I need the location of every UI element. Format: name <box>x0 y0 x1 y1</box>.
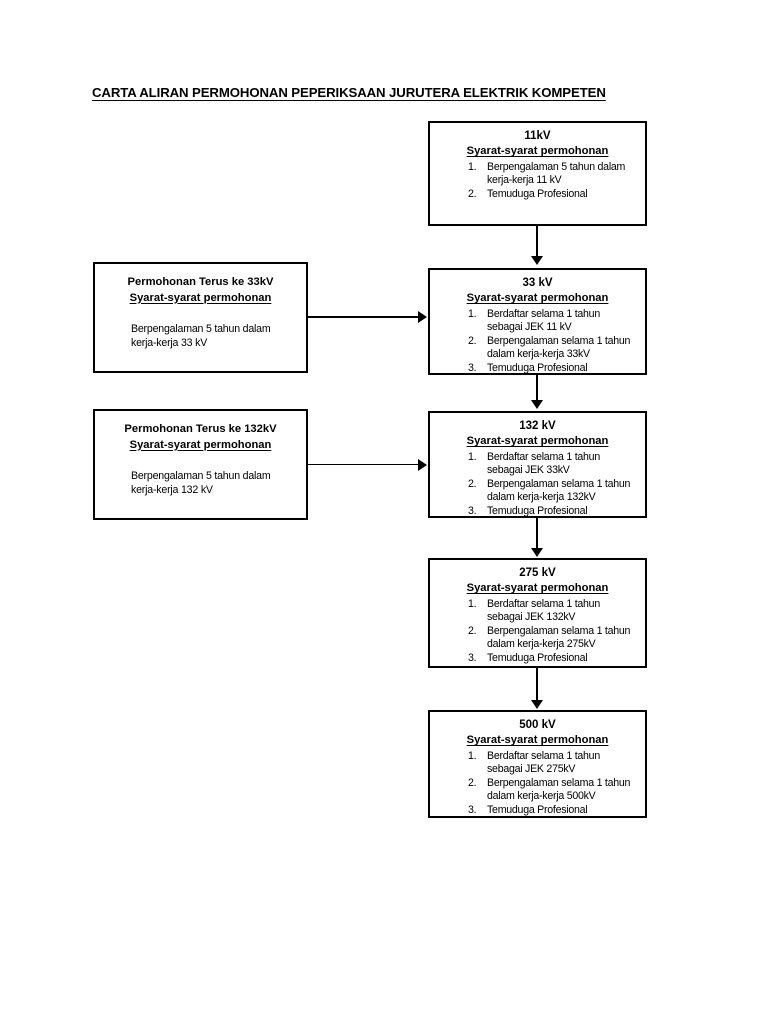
list-item: 1. Berdaftar selama 1 tahun sebagai JEK … <box>430 451 645 478</box>
list-item: 2. Temuduga Profesional <box>430 188 645 201</box>
list-item-line2: sebagai JEK 11 kV <box>487 321 572 334</box>
list-item-number: 2. <box>468 624 477 637</box>
list-item-line1: Berdaftar selama 1 tahun <box>487 750 600 762</box>
list-item-line1: Temuduga Profesional <box>487 651 588 664</box>
connector-11kv-to-33kv <box>536 226 538 258</box>
list-item-number: 1. <box>468 598 477 610</box>
arrowhead-right-icon <box>418 311 427 323</box>
list-item-number: 1. <box>468 750 477 762</box>
body-line2: kerja-kerja 33 kV <box>131 337 208 350</box>
node-direct-132kv: Permohonan Terus ke 132kV Syarat-syarat … <box>93 409 308 520</box>
list-item-number: 3. <box>468 504 477 517</box>
connector-275kv-to-500kv <box>536 668 538 702</box>
list-item: 2. Berpengalaman selama 1 tahun dalam ke… <box>430 625 645 652</box>
list-item-line1: Temuduga Profesional <box>487 361 588 374</box>
node-11kv-requirements: 1. Berpengalaman 5 tahun dalam kerja-ker… <box>430 161 645 201</box>
node-direct-132kv-body: Berpengalaman 5 tahun dalam kerja-kerja … <box>95 469 306 498</box>
connector-direct33-to-33kv <box>308 316 420 318</box>
list-item: 3. Temuduga Profesional <box>430 652 645 665</box>
connector-33kv-to-132kv <box>536 375 538 403</box>
list-item-number: 1. <box>468 308 477 320</box>
node-275kv-requirements: 1. Berdaftar selama 1 tahun sebagai JEK … <box>430 598 645 665</box>
list-item-line1: Temuduga Profesional <box>487 803 588 816</box>
arrowhead-down-icon <box>531 548 543 557</box>
list-item-number: 3. <box>468 651 477 664</box>
list-item-line1: Temuduga Profesional <box>487 187 588 200</box>
list-item: 1. Berdaftar selama 1 tahun sebagai JEK … <box>430 308 645 335</box>
connector-direct132-to-132kv <box>308 464 422 465</box>
node-33kv-requirements: 1. Berdaftar selama 1 tahun sebagai JEK … <box>430 308 645 375</box>
list-item-line2: dalam kerja-kerja 500kV <box>487 790 596 803</box>
connector-132kv-to-275kv <box>536 518 538 550</box>
node-33kv-subtitle: Syarat-syarat permohonan <box>466 292 609 304</box>
arrowhead-down-icon <box>531 400 543 409</box>
node-11kv: 11kV Syarat-syarat permohonan 1. Berpeng… <box>428 121 647 226</box>
node-11kv-subtitle: Syarat-syarat permohonan <box>466 145 609 157</box>
list-item-line1: Temuduga Profesional <box>487 504 588 517</box>
list-item-line1: Berdaftar selama 1 tahun <box>487 598 600 610</box>
list-item: 1. Berdaftar selama 1 tahun sebagai JEK … <box>430 750 645 777</box>
list-item-number: 3. <box>468 361 477 374</box>
page-title: CARTA ALIRAN PERMOHONAN PEPERIKSAAN JURU… <box>92 85 606 100</box>
list-item-line1: Berpengalaman selama 1 tahun <box>487 477 631 490</box>
list-item-line2: kerja-kerja 11 kV <box>487 174 562 187</box>
node-275kv: 275 kV Syarat-syarat permohonan 1. Berda… <box>428 558 647 668</box>
list-item-number: 1. <box>468 161 477 173</box>
list-item-line2: dalam kerja-kerja 132kV <box>487 491 596 504</box>
node-33kv: 33 kV Syarat-syarat permohonan 1. Berdaf… <box>428 268 647 375</box>
node-direct-132kv-subtitle: Syarat-syarat permohonan <box>129 438 272 451</box>
list-item: 2. Berpengalaman selama 1 tahun dalam ke… <box>430 335 645 362</box>
list-item-number: 2. <box>468 477 477 490</box>
list-item-number: 1. <box>468 451 477 463</box>
list-item-line2: sebagai JEK 132kV <box>487 611 576 624</box>
list-item: 3. Temuduga Profesional <box>430 804 645 817</box>
list-item-line2: dalam kerja-kerja 275kV <box>487 638 596 651</box>
body-line2: kerja-kerja 132 kV <box>131 484 213 497</box>
arrowhead-down-icon <box>531 700 543 709</box>
node-275kv-title: 275 kV <box>519 567 556 579</box>
node-11kv-title: 11kV <box>524 130 551 142</box>
node-direct-33kv-title: Permohonan Terus ke 33kV <box>127 276 274 288</box>
list-item-number: 2. <box>468 776 477 789</box>
node-132kv: 132 kV Syarat-syarat permohonan 1. Berda… <box>428 411 647 518</box>
node-direct-132kv-title: Permohonan Terus ke 132kV <box>124 423 277 435</box>
arrowhead-right-icon <box>418 459 427 471</box>
node-132kv-title: 132 kV <box>519 420 556 432</box>
list-item: 1. Berpengalaman 5 tahun dalam kerja-ker… <box>430 161 645 188</box>
list-item-line2: sebagai JEK 275kV <box>487 763 576 776</box>
list-item: 3. Temuduga Profesional <box>430 362 645 375</box>
body-line1: Berpengalaman 5 tahun dalam <box>131 469 271 482</box>
node-500kv-requirements: 1. Berdaftar selama 1 tahun sebagai JEK … <box>430 750 645 817</box>
list-item-line1: Berpengalaman selama 1 tahun <box>487 776 631 789</box>
list-item-line1: Berpengalaman selama 1 tahun <box>487 624 631 637</box>
body-line1: Berpengalaman 5 tahun dalam <box>131 322 271 335</box>
node-132kv-subtitle: Syarat-syarat permohonan <box>466 435 609 447</box>
list-item-line1: Berpengalaman 5 tahun dalam <box>487 161 626 173</box>
list-item: 3. Temuduga Profesional <box>430 505 645 518</box>
list-item-line2: sebagai JEK 33kV <box>487 464 570 477</box>
list-item-number: 2. <box>468 334 477 347</box>
list-item-line1: Berpengalaman selama 1 tahun <box>487 334 631 347</box>
node-500kv-subtitle: Syarat-syarat permohonan <box>466 734 609 746</box>
node-direct-33kv-body: Berpengalaman 5 tahun dalam kerja-kerja … <box>95 322 306 351</box>
node-33kv-title: 33 kV <box>522 277 553 289</box>
list-item-line1: Berdaftar selama 1 tahun <box>487 451 600 463</box>
node-275kv-subtitle: Syarat-syarat permohonan <box>466 582 609 594</box>
list-item-number: 2. <box>468 187 477 200</box>
list-item: 2. Berpengalaman selama 1 tahun dalam ke… <box>430 478 645 505</box>
list-item: 2. Berpengalaman selama 1 tahun dalam ke… <box>430 777 645 804</box>
list-item-line2: dalam kerja-kerja 33kV <box>487 348 590 361</box>
node-132kv-requirements: 1. Berdaftar selama 1 tahun sebagai JEK … <box>430 451 645 518</box>
node-500kv-title: 500 kV <box>519 719 556 731</box>
node-direct-33kv: Permohonan Terus ke 33kV Syarat-syarat p… <box>93 262 308 373</box>
list-item: 1. Berdaftar selama 1 tahun sebagai JEK … <box>430 598 645 625</box>
list-item-number: 3. <box>468 803 477 816</box>
node-direct-33kv-subtitle: Syarat-syarat permohonan <box>129 291 272 304</box>
list-item-line1: Berdaftar selama 1 tahun <box>487 308 600 320</box>
node-500kv: 500 kV Syarat-syarat permohonan 1. Berda… <box>428 710 647 818</box>
arrowhead-down-icon <box>531 256 543 265</box>
